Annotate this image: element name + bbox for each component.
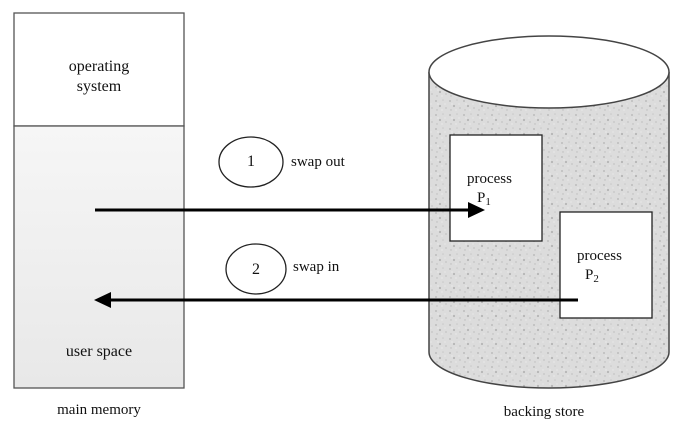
cylinder-top xyxy=(428,35,670,109)
os-label-line1: operating xyxy=(68,58,130,75)
process-p1-box xyxy=(449,134,543,242)
process-p1-id: P1 xyxy=(477,189,512,211)
swap-out-label-bg xyxy=(285,141,381,184)
swap-in-label: swap in xyxy=(293,259,340,275)
process-p2-letter: P xyxy=(585,267,594,283)
process-p2-subscript: 2 xyxy=(593,273,599,285)
swap-out-label: swap out xyxy=(291,154,345,170)
os-region xyxy=(13,12,185,127)
backing-store-caption: backing store xyxy=(503,404,585,420)
step-2-circle xyxy=(225,243,287,295)
process-p2-id: P2 xyxy=(585,266,622,288)
process-p1-label: process P1 xyxy=(467,170,512,211)
main-memory-caption: main memory xyxy=(57,402,141,418)
step-1-circle xyxy=(218,136,284,188)
process-p2-word: process xyxy=(577,248,622,264)
process-p1-word: process xyxy=(467,171,512,187)
step-2-number: 2 xyxy=(252,261,260,278)
user-space-label: user space xyxy=(65,343,133,360)
swap-in-arrow xyxy=(94,292,578,308)
os-label-line2: system xyxy=(76,78,122,95)
process-p2-label: process P2 xyxy=(577,247,622,288)
process-p1-subscript: 1 xyxy=(485,196,491,208)
os-label: operating system xyxy=(14,58,184,96)
process-p1-letter: P xyxy=(477,190,486,206)
user-space-region xyxy=(13,125,185,389)
step-1-number: 1 xyxy=(247,153,255,170)
swap-in-label-bg xyxy=(285,249,375,283)
main-memory-block xyxy=(13,12,185,389)
swap-out-arrow xyxy=(95,202,485,218)
